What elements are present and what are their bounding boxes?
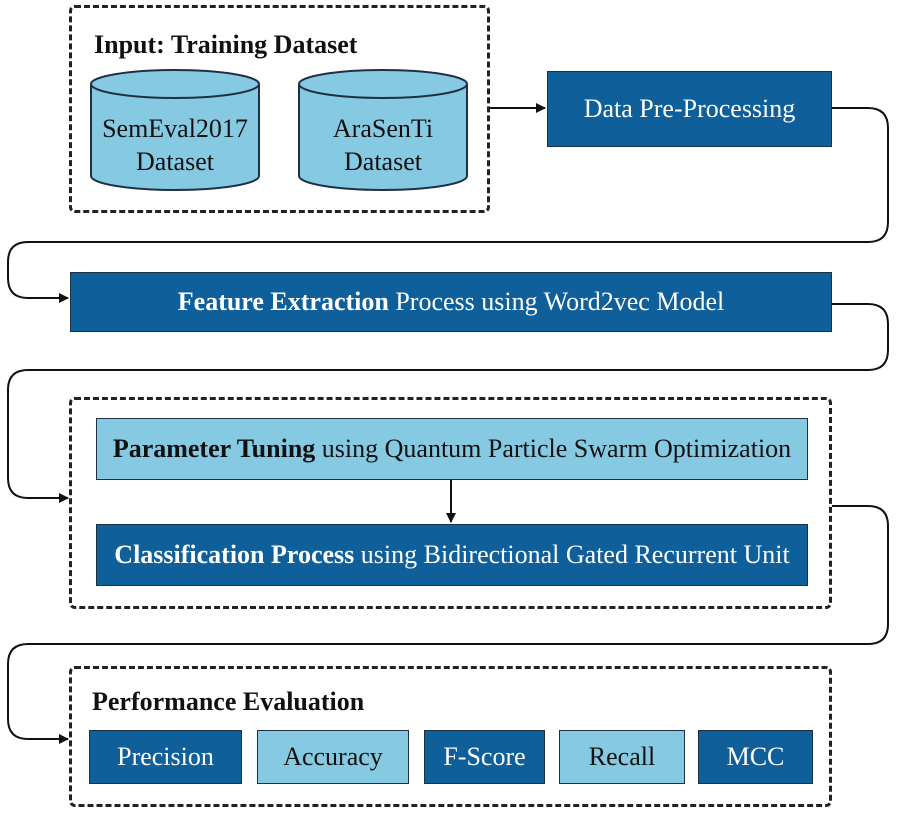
- feature-extraction-label: Feature Extraction: [177, 287, 389, 316]
- input-title: Input: Training Dataset: [94, 30, 358, 59]
- classification-detail: using Bidirectional Gated Recurrent Unit: [360, 540, 790, 569]
- database-icon: [90, 69, 260, 191]
- metric-precision: Precision: [89, 730, 242, 784]
- parameter-tuning-label: Parameter Tuning: [112, 434, 316, 463]
- model-group: [69, 397, 832, 609]
- feature-extraction-box: Feature Extraction Process using Word2ve…: [70, 272, 832, 332]
- classification-label: Classification Process: [114, 540, 355, 569]
- preprocessing-box: Data Pre-Processing: [547, 71, 832, 147]
- dataset-arasenti: AraSenTi Dataset: [299, 112, 467, 178]
- metric-recall: Recall: [559, 730, 685, 784]
- dataset-semeval-line1: SemEval2017: [102, 114, 248, 143]
- arrow-preprocessing-to-feature: [7, 107, 889, 303]
- evaluation-group: Performance Evaluation: [69, 666, 832, 807]
- arrow-tuning-to-evaluation: [7, 505, 889, 744]
- database-icon: [298, 69, 468, 191]
- parameter-tuning-box: Parameter Tuning using Quantum Particle …: [96, 418, 808, 480]
- arrow-feature-to-tuning: [7, 303, 889, 503]
- metric-f-score: F-Score: [424, 730, 545, 784]
- metric-mcc: MCC: [698, 730, 813, 784]
- dataset-arasenti-line1: AraSenTi: [332, 114, 434, 143]
- dataset-arasenti-line2: Dataset: [344, 147, 422, 176]
- feature-extraction-detail: Process using Word2vec Model: [395, 287, 725, 316]
- input-group: Input: Training Dataset: [69, 5, 490, 213]
- classification-box: Classification Process using Bidirection…: [96, 524, 808, 586]
- metric-accuracy: Accuracy: [257, 730, 409, 784]
- dataset-semeval-line2: Dataset: [136, 147, 214, 176]
- dataset-semeval: SemEval2017 Dataset: [91, 112, 259, 178]
- parameter-tuning-detail: using Quantum Particle Swarm Optimizatio…: [321, 434, 792, 463]
- evaluation-title: Performance Evaluation: [92, 687, 365, 716]
